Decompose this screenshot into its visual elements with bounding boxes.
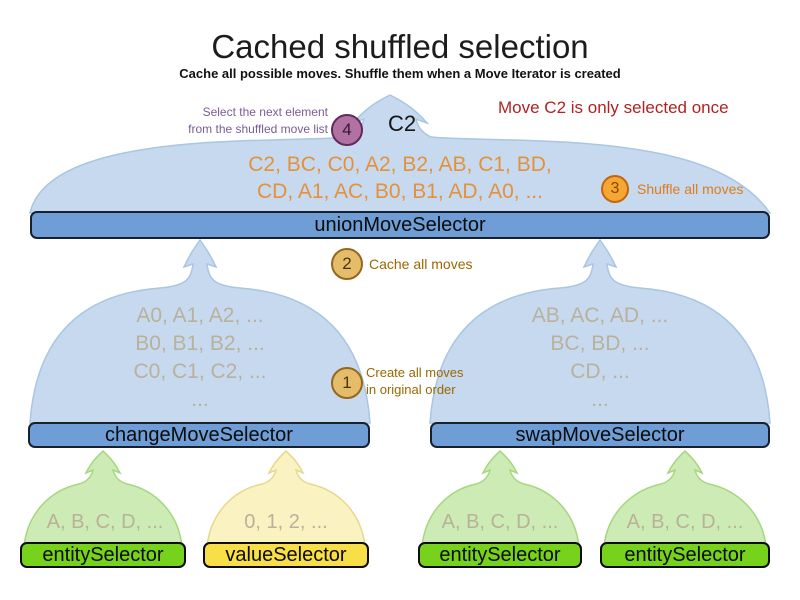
swap-move-list: AB, AC, AD, ... BC, BD, ... CD, ... ... xyxy=(430,302,770,414)
change-move-list: A0, A1, A2, ... B0, B1, B2, ... C0, C1, … xyxy=(30,302,370,414)
entity-selector-bar-2: entitySelector xyxy=(418,542,582,568)
step4-note-line1: Select the next element xyxy=(202,105,328,119)
entity-funnel-3-shape xyxy=(603,449,767,547)
shuffled-move-list-line1: C2, BC, C0, A2, B2, AB, C1, BD, xyxy=(248,153,552,176)
change-move-list-line: B0, B1, B2, ... xyxy=(135,332,265,355)
entity-funnel-2-shape xyxy=(421,449,580,547)
step-4-badge: 4 xyxy=(331,114,363,146)
entity-list-3: A, B, C, D, ... xyxy=(626,511,744,533)
swap-move-selector-bar: swapMoveSelector xyxy=(430,422,770,448)
step4-note: Select the next element from the shuffle… xyxy=(98,104,328,138)
union-move-selector-bar: unionMoveSelector xyxy=(30,211,770,239)
swap-move-list-line: ... xyxy=(591,388,609,411)
swap-funnel-shape xyxy=(429,238,771,424)
swap-move-list-line: BC, BD, ... xyxy=(550,332,650,355)
entity-selector-bar-1: entitySelector xyxy=(20,542,186,568)
swap-move-list-line: CD, ... xyxy=(570,360,630,383)
entity-list-1: A, B, C, D, ... xyxy=(46,511,164,533)
value-funnel-shape xyxy=(206,449,366,547)
step-2-badge: 2 xyxy=(331,248,363,280)
step4-note-line2: from the shuffled move list xyxy=(188,122,328,136)
swap-move-list-line: AB, AC, AD, ... xyxy=(531,304,669,327)
entity-selector-bar-3: entitySelector xyxy=(600,542,770,568)
step-1-label-line2: in original order xyxy=(366,382,456,397)
shuffled-move-list-line2: CD, A1, AC, B0, B1, AD, A0, ... xyxy=(257,180,543,203)
change-funnel-shape xyxy=(29,238,371,424)
step-1-label-line1: Create all moves xyxy=(366,365,464,380)
page-subtitle: Cache all possible moves. Shuffle them w… xyxy=(179,66,621,81)
change-move-list-line: A0, A1, A2, ... xyxy=(136,304,264,327)
value-selector-bar: valueSelector xyxy=(203,542,369,568)
step-3-badge: 3 xyxy=(601,175,629,203)
step-1-label: Create all moves in original order xyxy=(366,364,464,398)
shuffled-move-list: C2, BC, C0, A2, B2, AB, C1, BD, CD, A1, … xyxy=(30,151,770,205)
change-move-list-line: ... xyxy=(191,388,209,411)
union-funnel-shape xyxy=(29,94,772,214)
entity-funnel-1-shape xyxy=(23,449,183,547)
page-title: Cached shuffled selection xyxy=(211,28,589,65)
step-2-label: Cache all moves xyxy=(369,256,473,272)
entity-list-2: A, B, C, D, ... xyxy=(441,511,559,533)
change-move-selector-bar: changeMoveSelector xyxy=(28,422,370,448)
value-list: 0, 1, 2, ... xyxy=(244,511,328,533)
step-3-label: Shuffle all moves xyxy=(637,181,744,197)
change-move-list-line: C0, C1, C2, ... xyxy=(133,360,267,383)
step-1-badge: 1 xyxy=(331,367,363,399)
result-note: Move C2 is only selected once xyxy=(498,98,729,117)
selected-move-output: C2 xyxy=(388,111,417,136)
